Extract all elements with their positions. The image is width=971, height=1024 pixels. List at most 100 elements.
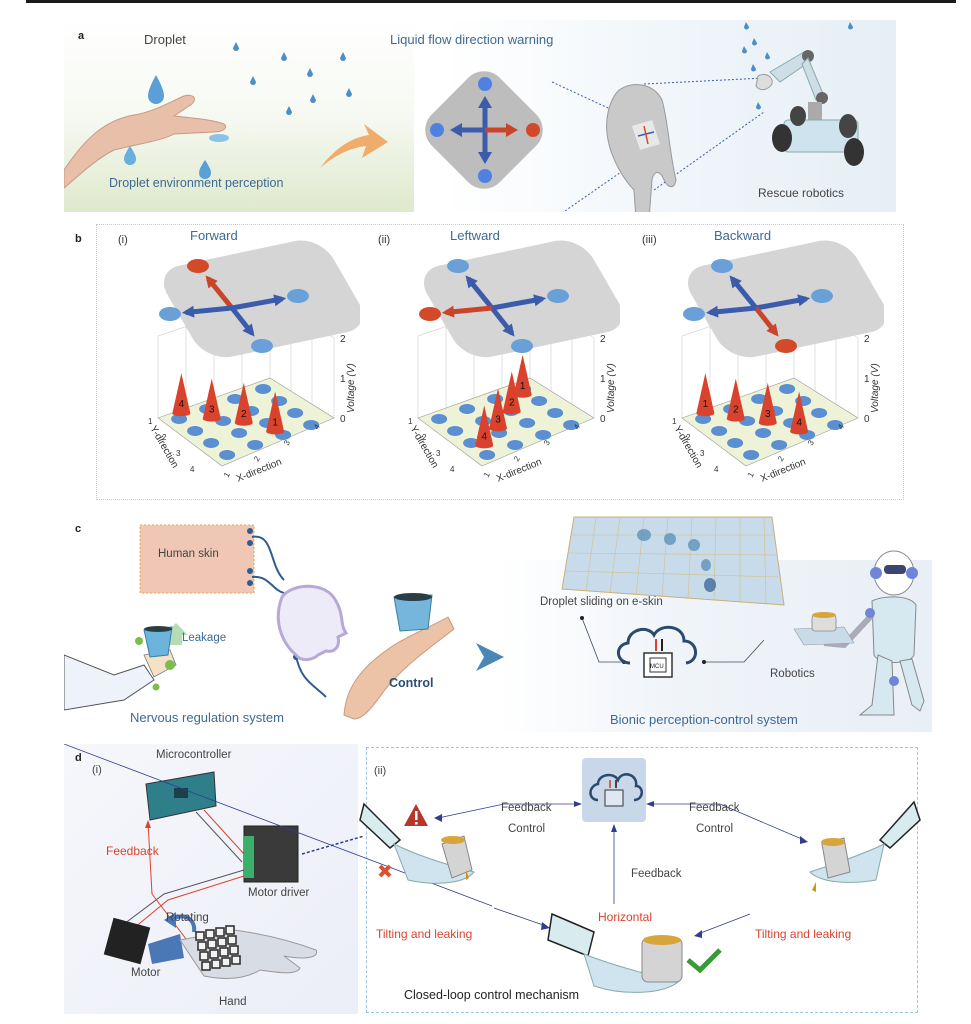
subpanel-index: (iii) bbox=[642, 234, 657, 246]
wheel-icon bbox=[839, 114, 857, 138]
perception-caption: Droplet environment perception bbox=[109, 176, 284, 190]
hand-label: Hand bbox=[219, 996, 247, 1008]
sensor-card bbox=[159, 240, 360, 358]
feedback-label-i: Feedback bbox=[106, 844, 159, 858]
floor-sensor-dot bbox=[431, 413, 448, 424]
sub-ii-label: (ii) bbox=[374, 765, 387, 777]
subpanel-index: (ii) bbox=[378, 234, 391, 246]
floor-sensor-dot bbox=[247, 439, 264, 450]
subpanel-title: Forward bbox=[190, 228, 238, 243]
robot-hand-center bbox=[547, 912, 683, 993]
floor-sensor-dot bbox=[231, 427, 248, 438]
panel-d-ii-frame bbox=[366, 747, 918, 1013]
cone-label: 3 bbox=[209, 405, 215, 416]
robot-hand-left bbox=[359, 802, 475, 884]
floor-sensor-dot bbox=[771, 439, 788, 450]
x-tick-label: 3 bbox=[282, 438, 292, 447]
check-icon bbox=[686, 948, 722, 974]
bionic-caption: Bionic perception-control system bbox=[610, 712, 798, 727]
y-tick-label: 3 bbox=[700, 449, 705, 458]
hand-icon bbox=[64, 94, 227, 189]
floor-sensor-dot bbox=[255, 383, 272, 394]
droplet-flat-icon bbox=[209, 134, 229, 142]
x-tick-label: 2 bbox=[252, 454, 262, 463]
voltage-cone: 1 bbox=[696, 373, 715, 417]
x-tick-label: 1 bbox=[222, 470, 232, 479]
robotics-caption: Robotics bbox=[770, 668, 815, 680]
y-tick-label: 2 bbox=[422, 433, 427, 442]
sensor-dot-top bbox=[711, 259, 733, 273]
motor-icon bbox=[103, 917, 184, 965]
microcontroller-label: Microcontroller bbox=[156, 749, 232, 761]
x-tick-label: 3 bbox=[542, 438, 552, 447]
sensor-dot-left bbox=[430, 123, 444, 137]
sensor-dot-right bbox=[526, 123, 540, 137]
wheel-icon bbox=[844, 138, 864, 166]
z-tick-label: 0 bbox=[600, 414, 606, 425]
floor-sensor-dot bbox=[227, 393, 244, 404]
z-tick-label: 1 bbox=[600, 374, 606, 385]
floor-sensor-dot bbox=[827, 419, 844, 430]
floor-sensor-dot bbox=[447, 425, 464, 436]
microcontroller-board-icon bbox=[145, 771, 217, 821]
subpanel-index: (i) bbox=[118, 234, 128, 246]
floor-sensor-dot bbox=[507, 439, 524, 450]
x-tick-label: 4 bbox=[836, 422, 846, 431]
cone-label: 2 bbox=[509, 397, 515, 408]
direction-sensor-diamond bbox=[425, 71, 543, 189]
y-tick-label: 2 bbox=[686, 433, 691, 442]
head-icon bbox=[276, 584, 349, 662]
panel-c-label: c bbox=[75, 523, 82, 535]
floor-sensor-dot bbox=[287, 407, 304, 418]
robot-hand-right bbox=[809, 800, 921, 892]
sensor-glove-icon bbox=[179, 925, 318, 979]
cloud-mcu-icon bbox=[589, 773, 643, 807]
y-tick-label: 3 bbox=[436, 449, 441, 458]
voltage-cone: 3 bbox=[758, 382, 777, 426]
arm-sleeve bbox=[64, 654, 155, 711]
panel-a-label: a bbox=[78, 30, 85, 42]
sensor-dot-bottom bbox=[251, 339, 273, 353]
voltage-cone: 2 bbox=[502, 371, 521, 415]
cone-label: 2 bbox=[241, 409, 247, 420]
tilting-label-left: Tilting and leaking bbox=[376, 927, 473, 941]
floor-sensor-dot bbox=[779, 383, 796, 394]
sensor-dot-top bbox=[187, 259, 209, 273]
y-tick-label: 3 bbox=[176, 449, 181, 458]
cone-label: 4 bbox=[796, 417, 802, 428]
floor-sensor-dot bbox=[531, 395, 548, 406]
rescue-caption: Rescue robotics bbox=[758, 186, 845, 200]
rain-drops bbox=[233, 42, 352, 115]
floor-sensor-dot bbox=[547, 407, 564, 418]
sensor-dot-right bbox=[287, 289, 309, 303]
voltage-cone: 2 bbox=[726, 378, 745, 422]
robotic-hand-icon bbox=[606, 84, 677, 212]
feedback-label-center: Feedback bbox=[631, 868, 682, 880]
feedback-label-right: Feedback bbox=[689, 802, 740, 814]
x-tick-label: 1 bbox=[746, 470, 756, 479]
motor-driver-label: Motor driver bbox=[248, 887, 310, 899]
rescue-robot-icon bbox=[755, 50, 864, 166]
z-axis-label: Voltage (V) bbox=[870, 363, 881, 413]
x-tick-label: 2 bbox=[512, 454, 522, 463]
sensor-dot-bottom bbox=[478, 169, 492, 183]
human-skin-patch bbox=[139, 524, 255, 594]
panel-d-label: d bbox=[75, 752, 82, 764]
x-tick-label: 3 bbox=[806, 438, 816, 447]
y-tick-label: 1 bbox=[148, 417, 153, 426]
z-axis-label: Voltage (V) bbox=[346, 363, 357, 413]
droplet-icon bbox=[148, 75, 164, 104]
floor-sensor-dot bbox=[479, 449, 496, 460]
zoom-line bbox=[301, 835, 365, 855]
y-tick-label: 2 bbox=[162, 433, 167, 442]
sensor-dot-right bbox=[547, 289, 569, 303]
cone-label: 1 bbox=[703, 399, 709, 410]
z-axis-label: Voltage (V) bbox=[606, 363, 617, 413]
x-tick-label: 1 bbox=[482, 470, 492, 479]
sensor-dot-right bbox=[811, 289, 833, 303]
voltage-cone: 3 bbox=[489, 388, 507, 432]
motor-driver-icon bbox=[243, 825, 299, 883]
